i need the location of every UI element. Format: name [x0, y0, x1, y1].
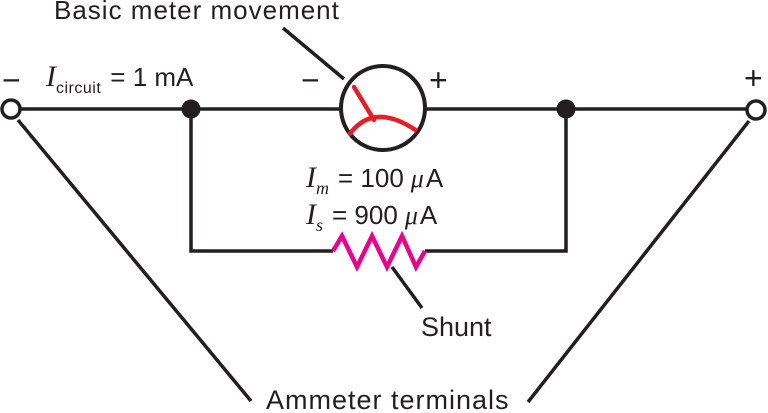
circuit-current-symbol: I: [46, 60, 56, 93]
meter-current-symbol: I: [306, 161, 316, 194]
basic-meter-movement-label: Basic meter movement: [54, 0, 340, 25]
left-terminal-minus-sign: −: [2, 62, 21, 98]
meter-plus-sign: +: [429, 62, 448, 98]
meter-current-mu: μ: [410, 164, 424, 193]
shunt-current-mu: μ: [404, 201, 418, 230]
shunt-label: Shunt: [421, 312, 492, 342]
circuit-current-subscript: circuit: [56, 80, 102, 97]
junction-dot-right: [556, 99, 576, 119]
ammeter-terminals-label: Ammeter terminals: [266, 385, 510, 413]
meter-minus-sign: −: [301, 62, 320, 98]
meter-current-subscript: m: [316, 178, 329, 198]
leader-right-terminal: [526, 119, 751, 404]
leader-basic-meter-movement: [281, 26, 346, 81]
right-terminal-circle: [745, 99, 767, 121]
shunt-current-value: = 900: [332, 200, 398, 230]
meter-current-unit: A: [425, 163, 444, 193]
shunt-current-symbol: I: [306, 198, 316, 231]
shunt-current-unit: A: [419, 200, 438, 230]
junction-dot-left: [181, 99, 201, 119]
meter-movement-circle: [339, 64, 427, 152]
circuit-current-equation: Icircuit = 1 mA: [46, 62, 193, 97]
wire-shunt-branch-left: [189, 109, 333, 253]
right-terminal-plus-sign: +: [744, 60, 763, 96]
meter-needle: [351, 84, 377, 123]
meter-current-value: = 100: [338, 163, 404, 193]
shunt-current-subscript: s: [316, 215, 324, 235]
leader-left-terminal: [16, 118, 253, 403]
shunt-resistor-symbol: [331, 230, 427, 273]
leader-shunt: [390, 265, 424, 310]
meter-scale-arc: [347, 114, 419, 137]
circuit-current-value: = 1 mA: [110, 62, 194, 92]
wire-shunt-branch-right: [425, 109, 568, 253]
left-terminal-circle: [0, 98, 22, 120]
